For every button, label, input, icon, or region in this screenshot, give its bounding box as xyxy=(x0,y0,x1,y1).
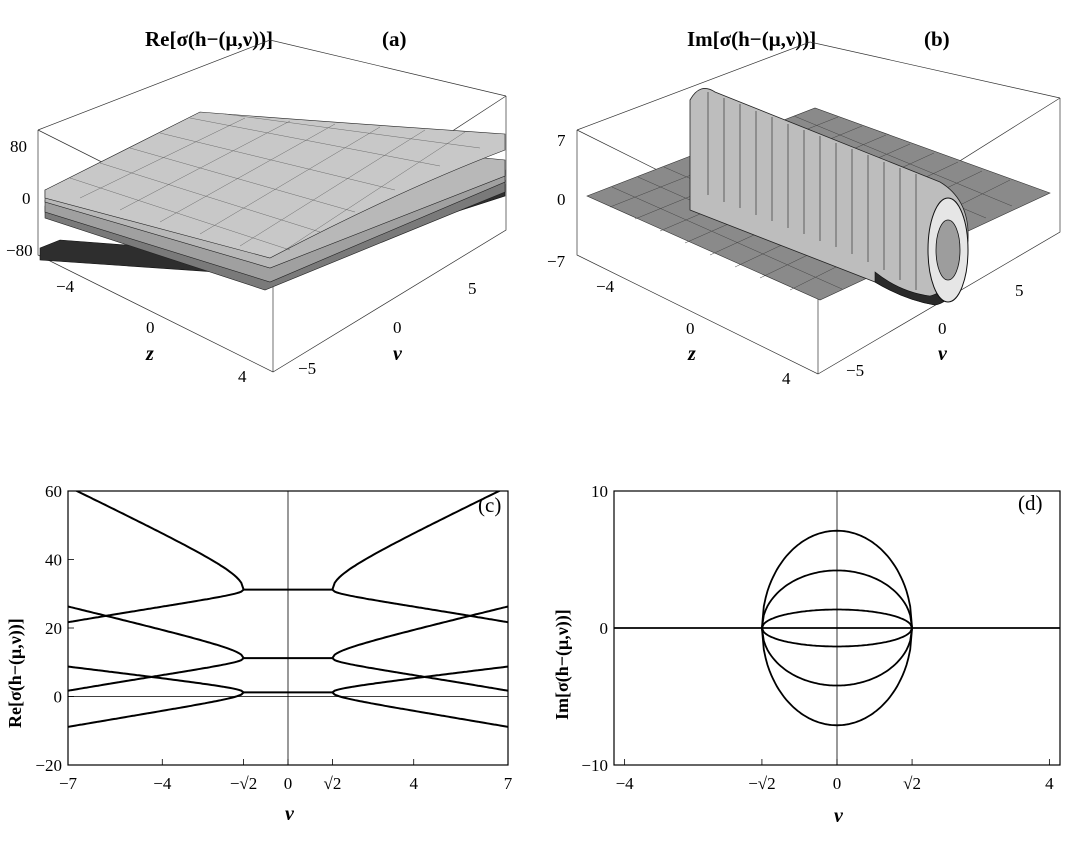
y-tick-label: 40 xyxy=(45,551,62,570)
panel-d-label: (d) xyxy=(1018,491,1043,515)
level-1-branch xyxy=(331,605,508,659)
level-0-branch xyxy=(331,691,508,728)
panel-a-ticks: 80 0 −80 −4 0 4 −5 0 5 xyxy=(6,137,477,386)
panel-b-xtick: −4 xyxy=(596,277,615,296)
y-tick-label: 10 xyxy=(591,482,608,501)
panel-a-xtick: −4 xyxy=(56,277,75,296)
ellipse-series-1 xyxy=(761,627,913,687)
panel-d-curves xyxy=(614,529,1060,727)
level-2-branch xyxy=(331,588,508,624)
panel-a-ztick: −80 xyxy=(6,241,33,260)
panel-a-ylabel: ν xyxy=(393,343,403,365)
panel-b-surfaces xyxy=(586,88,1051,306)
panel-a-mesh xyxy=(69,113,481,251)
panel-a-surfaces xyxy=(39,111,506,291)
panel-d-xlabel: ν xyxy=(834,805,844,827)
panel-a-xtick: 4 xyxy=(238,367,247,386)
x-tick-label: 0 xyxy=(833,774,842,793)
y-tick-label: −20 xyxy=(35,756,62,775)
x-tick-label: √2 xyxy=(903,774,921,793)
panel-b-xtick: 0 xyxy=(686,319,695,338)
y-tick-label: 60 xyxy=(45,482,62,501)
surface-ring-inner xyxy=(935,219,961,281)
level-2-branch xyxy=(331,491,502,590)
panel-b-ytick: −5 xyxy=(846,361,864,380)
surface-sheet-top xyxy=(44,111,506,259)
panel-a-ytick: 5 xyxy=(468,279,477,298)
panel-c-zero-lines xyxy=(68,491,508,765)
panel-c-ylabel: Re[σ(h−(μ,ν))] xyxy=(5,618,26,728)
panel-b-title: Im[σ(h−(μ,ν))] xyxy=(687,27,816,51)
panel-c-xlabel: ν xyxy=(285,803,295,825)
y-tick-label: 0 xyxy=(600,619,609,638)
panel-b-ztick: −7 xyxy=(547,252,566,271)
x-tick-label: −√2 xyxy=(748,774,775,793)
panel-a-ztick: 80 xyxy=(10,137,27,156)
level-2-branch xyxy=(74,491,245,590)
panel-a-label: (a) xyxy=(382,27,407,51)
level-0-branch xyxy=(68,665,245,694)
panel-b-ticks: 7 0 −7 −4 0 4 −5 0 5 xyxy=(547,131,1024,388)
x-tick-label: 0 xyxy=(284,774,293,793)
y-tick-label: 0 xyxy=(54,688,63,707)
panel-a-title: Re[σ(h−(μ,ν))] xyxy=(145,27,273,51)
panel-b-xlabel: z xyxy=(687,343,696,365)
panel-a-ztick: 0 xyxy=(22,189,31,208)
level-0-branch xyxy=(68,691,245,728)
panel-d-line-plot: −4 −√2 0 √2 4 −10 0 10 (d) ν Im[σ(h−(μ,ν))] xyxy=(552,482,1061,827)
ellipse-series-2 xyxy=(761,627,913,648)
panel-c-curves xyxy=(68,491,508,728)
panel-b-ztick: 0 xyxy=(557,190,566,209)
y-tick-label: −10 xyxy=(581,756,608,775)
panel-a-surface-plot: Re[σ(h−(μ,ν))] (a) xyxy=(6,27,507,386)
panel-b-ztick: 7 xyxy=(557,131,566,150)
ellipse-series-0 xyxy=(761,627,913,727)
level-2-branch xyxy=(68,588,245,624)
x-tick-label: −√2 xyxy=(230,774,257,793)
y-tick-label: 20 xyxy=(45,619,62,638)
x-tick-label: −4 xyxy=(153,774,172,793)
panel-a-xlabel: z xyxy=(145,343,154,365)
panel-a-xtick: 0 xyxy=(146,318,155,337)
panel-b-ytick: 0 xyxy=(938,319,947,338)
x-tick-label: √2 xyxy=(324,774,342,793)
x-tick-label: −4 xyxy=(616,774,635,793)
level-1-branch xyxy=(68,605,245,659)
panel-d-ticks: −4 −√2 0 √2 4 −10 0 10 xyxy=(581,482,1054,793)
panel-d-ylabel: Im[σ(h−(μ,ν))] xyxy=(552,609,573,720)
panel-b-ring-bands xyxy=(707,92,917,290)
ellipse-series-0 xyxy=(761,529,913,629)
panel-b-ylabel: ν xyxy=(938,343,948,365)
level-1-branch xyxy=(331,657,508,692)
panel-b-label: (b) xyxy=(924,27,950,51)
x-tick-label: 7 xyxy=(504,774,513,793)
ellipse-series-1 xyxy=(761,569,913,629)
x-tick-label: 4 xyxy=(1045,774,1054,793)
panel-a-ytick: −5 xyxy=(298,359,316,378)
panel-b-xtick: 4 xyxy=(782,369,791,388)
level-1-branch xyxy=(68,657,245,692)
panel-b-surface-plot: Im[σ(h−(μ,ν))] (b) xyxy=(547,27,1061,388)
panel-c-ticks: −7 −4 −√2 0 √2 4 7 −20 0 20 40 60 xyxy=(35,482,512,793)
level-0-branch xyxy=(331,665,508,694)
panel-a-ytick: 0 xyxy=(393,318,402,337)
panel-b-ytick: 5 xyxy=(1015,281,1024,300)
panel-c-line-plot: −7 −4 −√2 0 √2 4 7 −20 0 20 40 60 (c) ν Re[σ(h−(μ,ν… xyxy=(5,482,513,825)
ellipse-series-2 xyxy=(761,608,913,629)
x-tick-label: 4 xyxy=(409,774,418,793)
panel-c-label: (c) xyxy=(478,493,501,517)
x-tick-label: −7 xyxy=(59,774,78,793)
